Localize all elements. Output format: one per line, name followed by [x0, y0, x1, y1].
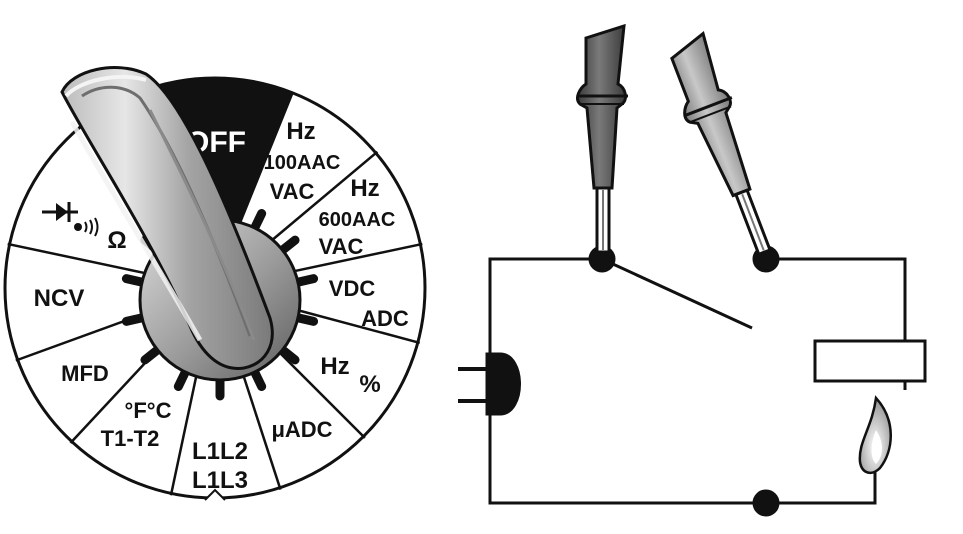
dial-position-mfd[interactable]: MFD — [61, 361, 109, 386]
black-test-probe-icon[interactable] — [576, 23, 628, 254]
position-line: MFD — [61, 361, 109, 386]
junction-dot-bottom — [752, 489, 780, 517]
wire-left-top — [488, 257, 602, 374]
position-line: T1-T2 — [101, 426, 160, 451]
dial-position-uadc[interactable]: μADC — [271, 417, 332, 442]
dial-divider — [267, 148, 382, 244]
position-line: % — [359, 371, 380, 398]
position-line: Hz — [350, 175, 379, 202]
dial-position-hz-percent[interactable]: Hz % — [320, 353, 380, 398]
open-switch-icon — [601, 257, 753, 330]
position-line: 100AAC — [264, 152, 341, 174]
position-line: 600AAC — [319, 209, 396, 231]
position-line: L1L2 — [192, 438, 248, 465]
position-line: VAC — [319, 234, 364, 259]
position-line: VAC — [270, 179, 315, 204]
test-circuit — [458, 245, 927, 517]
position-line: Ω — [107, 227, 126, 254]
dial-position-ncv[interactable]: NCV — [34, 285, 85, 312]
position-line: Hz — [286, 118, 315, 145]
dial-position-hz-600aac-vac[interactable]: Hz 600AAC VAC — [319, 175, 396, 259]
dial-divider — [168, 356, 202, 500]
dial-divider — [283, 241, 427, 275]
dial-position-l1l2-l1l3[interactable]: L1L2 L1L3 — [192, 438, 248, 494]
wire-right-top — [766, 257, 907, 341]
continuity-icon — [74, 217, 99, 237]
flame-icon — [858, 395, 892, 475]
heating-element-icon — [813, 339, 927, 383]
dial-divider — [282, 304, 424, 346]
dial-position-vdc-adc[interactable]: VDC ADC — [329, 276, 409, 331]
knob-handle — [60, 66, 274, 370]
position-line: °F°C — [125, 398, 172, 423]
position-line: μADC — [271, 417, 332, 442]
dial-position-diode-continuity-ohm[interactable]: Ω — [42, 202, 127, 254]
position-line: ADC — [361, 306, 409, 331]
rotary-knob-icon[interactable] — [60, 66, 319, 401]
red-test-probe-icon[interactable] — [660, 30, 788, 261]
position-line: L1L3 — [192, 467, 248, 494]
position-line: NCV — [34, 285, 85, 312]
dial-index-marker — [204, 488, 226, 501]
position-line: Hz — [320, 353, 349, 380]
dial-position-degf-degc-t1t2[interactable]: °F°C T1-T2 — [101, 398, 172, 451]
diode-icon — [42, 202, 78, 222]
dial-divider — [3, 241, 147, 275]
power-plug-icon — [458, 352, 521, 416]
dial-position-hz-100aac-vac[interactable]: Hz 100AAC VAC — [264, 118, 341, 204]
wire-bottom — [488, 414, 877, 505]
position-line: VDC — [329, 276, 376, 301]
